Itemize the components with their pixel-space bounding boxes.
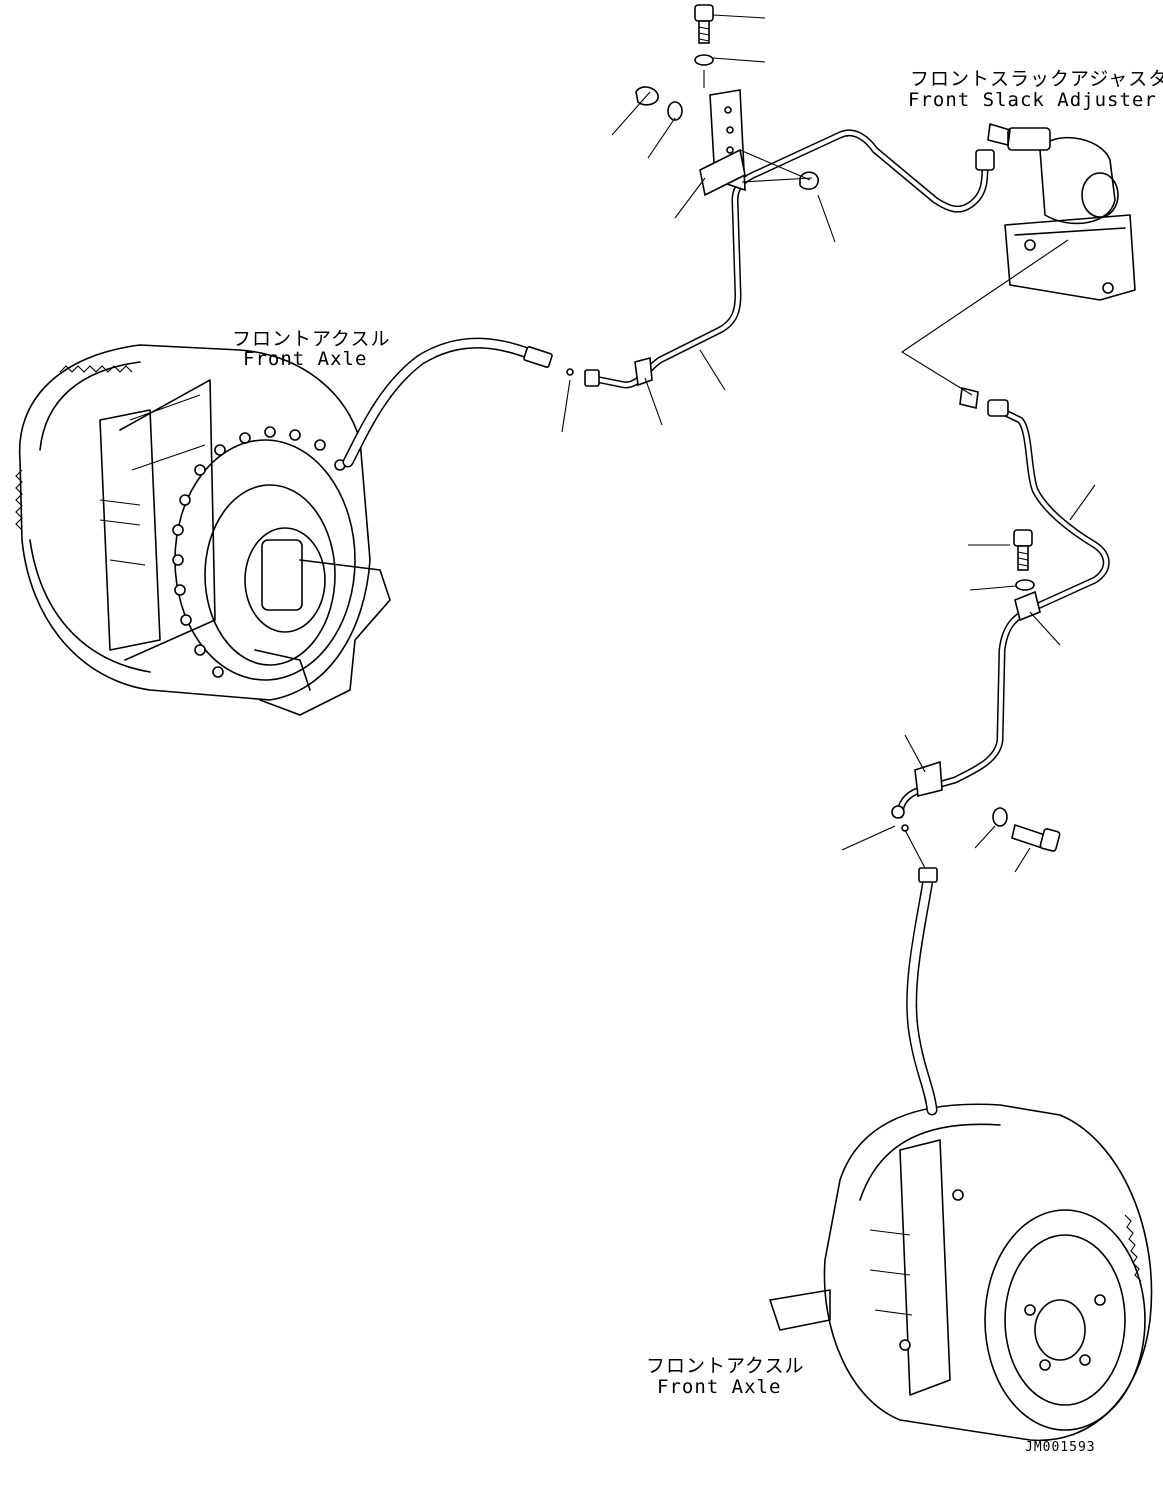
washer-icon [667,101,683,121]
clamp-icon [634,356,653,387]
clamp-icon [1014,590,1041,622]
hub-bolt-circle [172,426,346,678]
elbow-fitting-icon [584,369,600,387]
elbow-fitting-icon [959,387,979,409]
upper-brake-hose [342,337,574,468]
bolt-icon [694,4,714,44]
washer-icon [1015,579,1035,591]
clamp-icon [799,171,819,190]
washer-icon [992,807,1008,827]
front-slack-adjuster [987,123,1136,301]
bolt-icon [1013,529,1033,571]
drawing-code: JM001593 [1025,1440,1096,1455]
upper-bracket-assembly [635,4,819,197]
front-axle-left [15,344,391,716]
slack-adjuster-label-en: Front Slack Adjuster [908,89,1157,111]
front-axle-top-label-en: Front Axle [243,348,368,370]
front-axle-bottom-label-jp: フロントアクスル [646,1355,805,1377]
clamp-icon [914,760,943,797]
washer-icon [694,54,714,66]
front-axle-top-label-jp: フロントアクスル [232,328,391,350]
front-axle-right [769,1103,1153,1442]
lower-brake-pipe [891,387,1110,852]
slack-adjuster-label-jp: フロントスラックアジャスタ [910,68,1163,90]
leader-lines [561,14,1096,873]
upper-brake-pipe [584,129,995,389]
lower-brake-hose [906,867,938,1116]
bolt-icon [1011,823,1061,852]
front-axle-bottom-label-en: Front Axle [657,1376,782,1398]
